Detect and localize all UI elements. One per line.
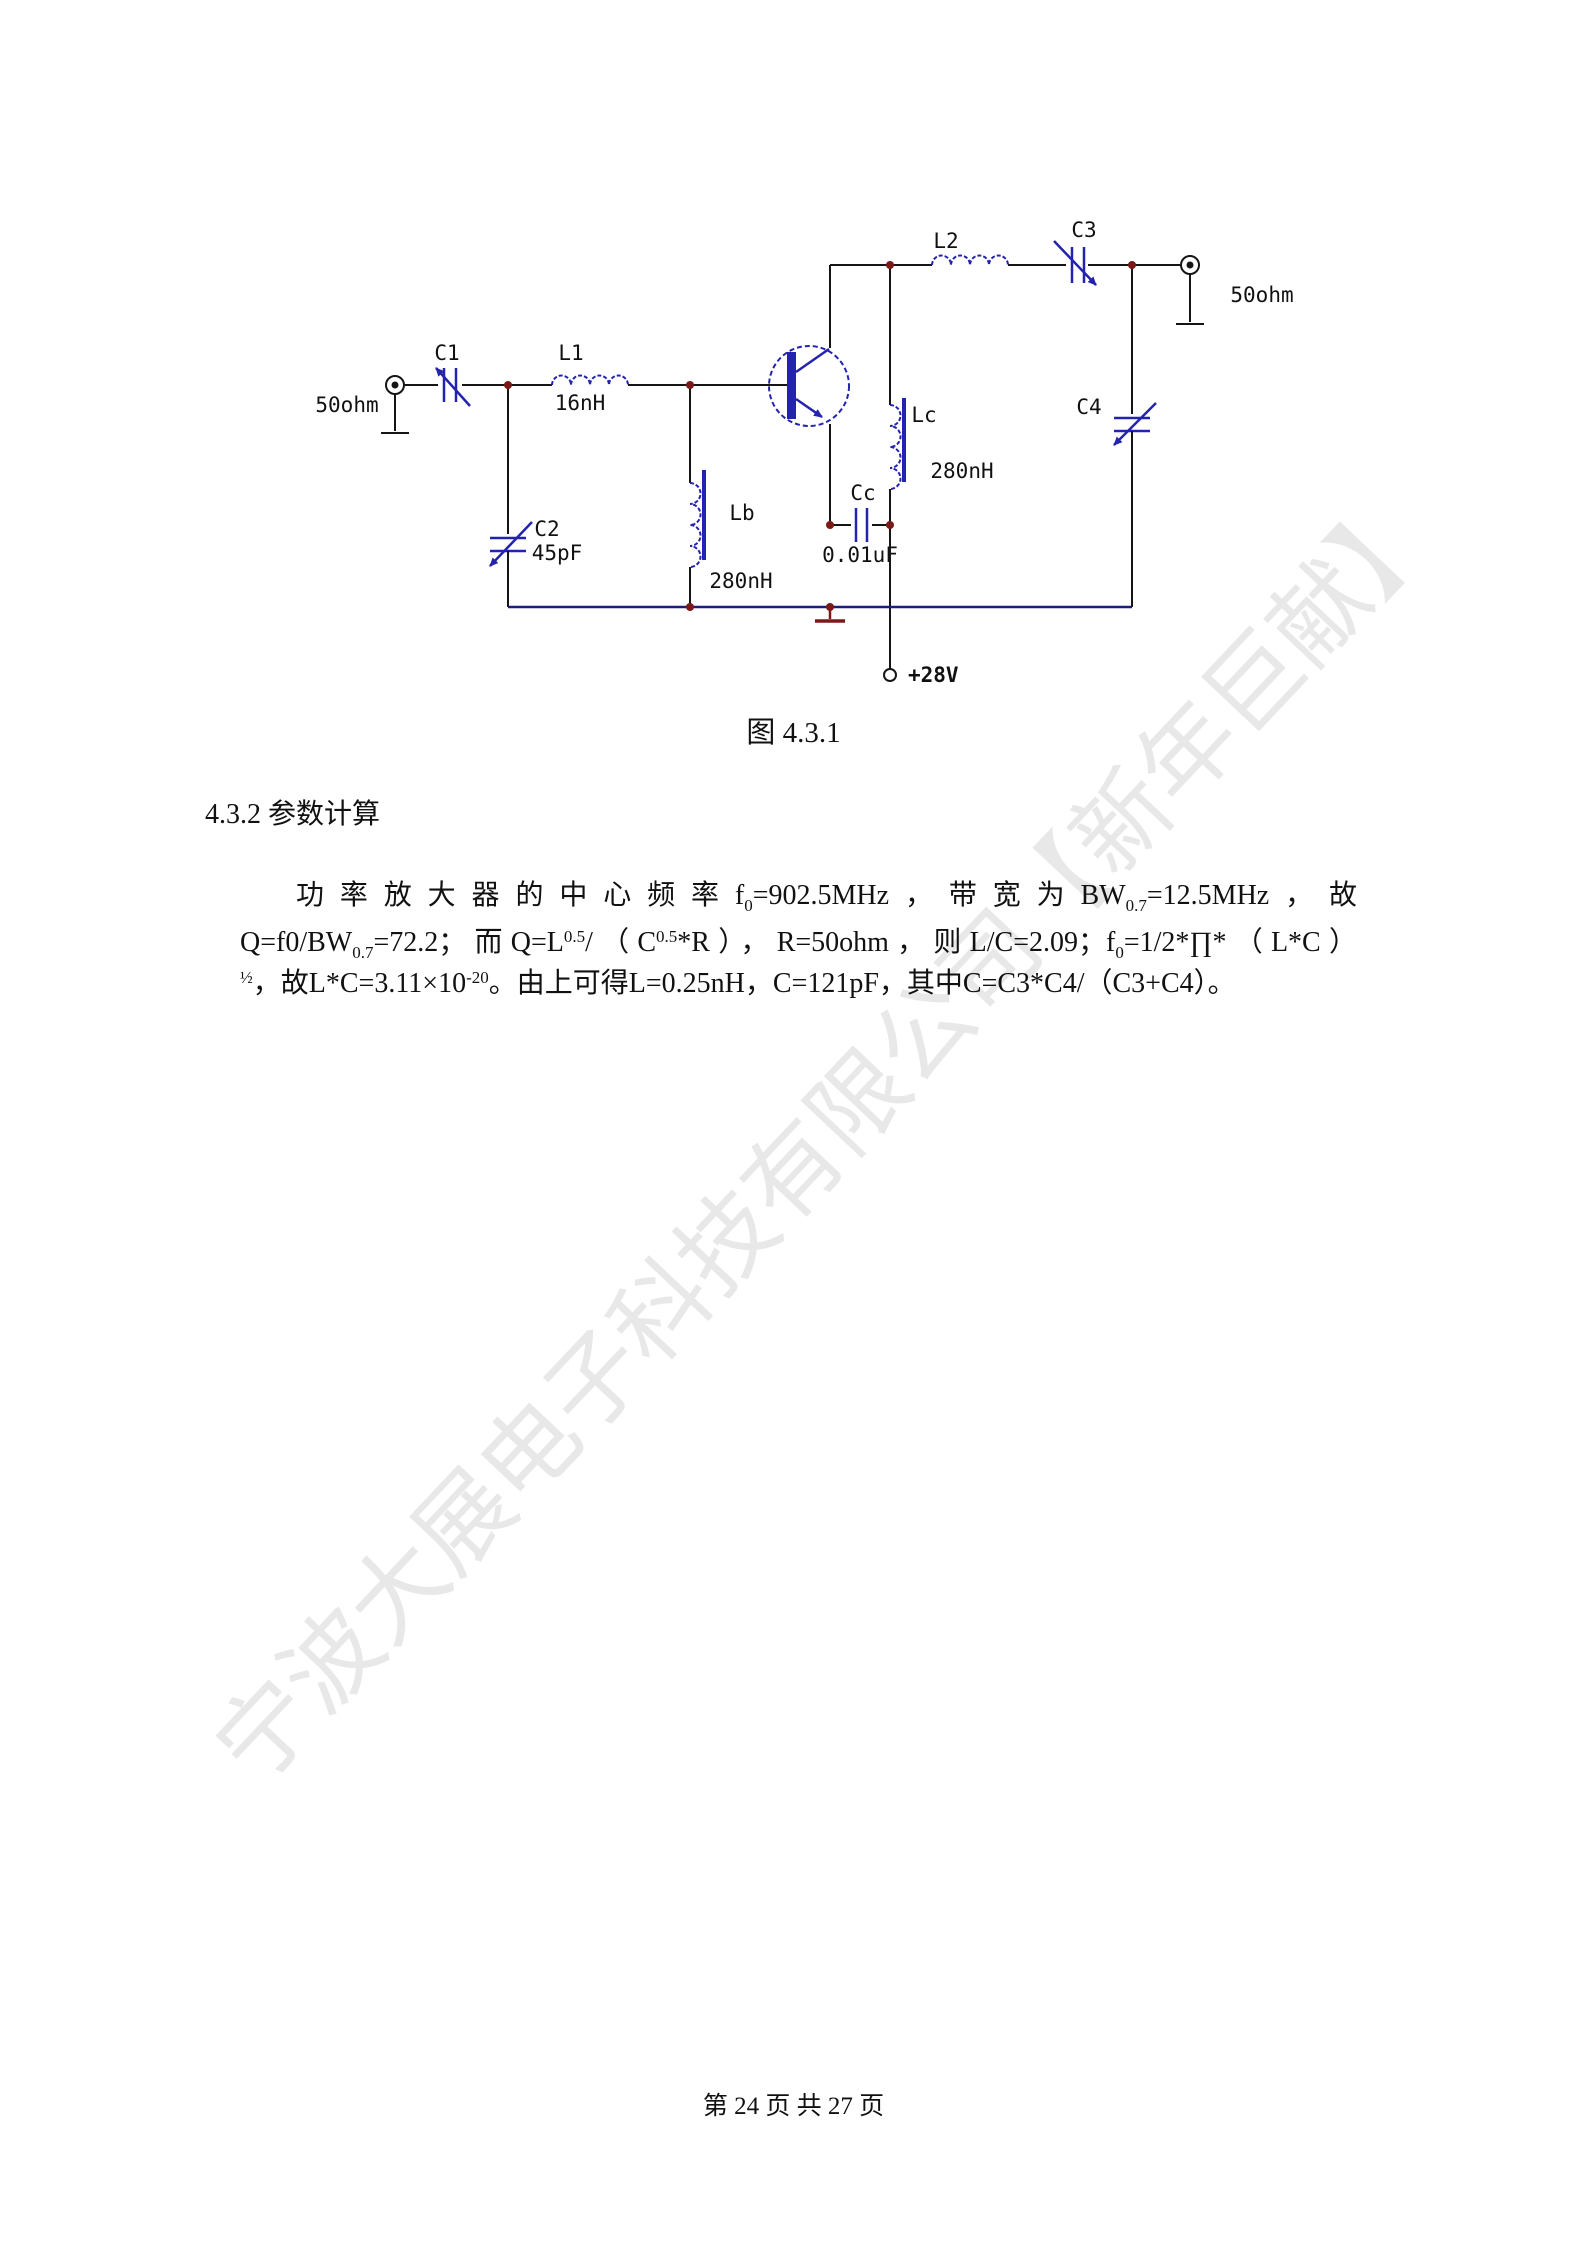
body-paragraph: 功率放大器的中心频率f0=902.5MHz，带宽为BW0.7=12.5MHz，故…	[240, 875, 1358, 999]
c1-capacitor: C1	[404, 341, 508, 407]
input-port: 50ohm	[315, 375, 409, 434]
lc-value-label: 280nH	[930, 459, 993, 483]
lb-label: Lb	[729, 501, 754, 525]
l1-inductor: L1 16nH	[508, 341, 690, 415]
lc-label: Lc	[911, 403, 936, 427]
lb-value-label: 280nH	[709, 569, 772, 593]
c3-capacitor: C3	[1053, 218, 1132, 286]
c2-label: C2	[534, 517, 559, 541]
lb-inductor: Lb 280nH	[689, 385, 773, 607]
input-impedance-label: 50ohm	[315, 393, 378, 417]
transistor	[690, 265, 850, 525]
supply-voltage-label: +28V	[908, 663, 959, 687]
l1-value-label: 16nH	[555, 391, 606, 415]
l2-inductor: L2	[830, 229, 1066, 266]
output-impedance-label: 50ohm	[1230, 283, 1293, 307]
paragraph-line: 功率放大器的中心频率f0=902.5MHz，带宽为BW0.7=12.5MHz，故	[296, 880, 1358, 915]
c4-label: C4	[1076, 395, 1101, 419]
c1-label: C1	[434, 341, 459, 365]
cc-label: Cc	[850, 481, 875, 505]
c4-capacitor: C4	[1076, 265, 1157, 607]
l1-label: L1	[558, 341, 583, 365]
section-heading: 4.3.2 参数计算	[205, 799, 381, 830]
c2-value-label: 45pF	[532, 541, 583, 565]
lc-inductor: Lc 280nH	[889, 265, 994, 525]
cc-value-label: 0.01uF	[822, 543, 898, 567]
paragraph-line: Q=f0/BW0.7=72.2；而Q=L0.5/（C0.5*R），R=50ohm…	[240, 927, 1357, 962]
ground-rail	[508, 605, 1132, 623]
supply-terminal: +28V	[883, 525, 959, 687]
page-number: 第 24 页 共 27 页	[702, 2093, 885, 2120]
c3-label: C3	[1071, 218, 1096, 242]
c2-capacitor: C2 45pF	[489, 385, 583, 607]
cc-capacitor: Cc 0.01uF	[822, 481, 898, 567]
paragraph-line: ½，故L*C=3.11×10-20。由上可得L=0.25nH，C=121pF，其…	[240, 968, 1236, 999]
l2-label: L2	[933, 229, 958, 253]
figure-caption: 图 4.3.1	[746, 717, 841, 749]
output-port: 50ohm	[1132, 255, 1294, 325]
circuit-diagram-figure: 50ohm C1 L1 16nH C2 45pF	[230, 130, 1305, 700]
junction-dots	[504, 261, 1136, 611]
